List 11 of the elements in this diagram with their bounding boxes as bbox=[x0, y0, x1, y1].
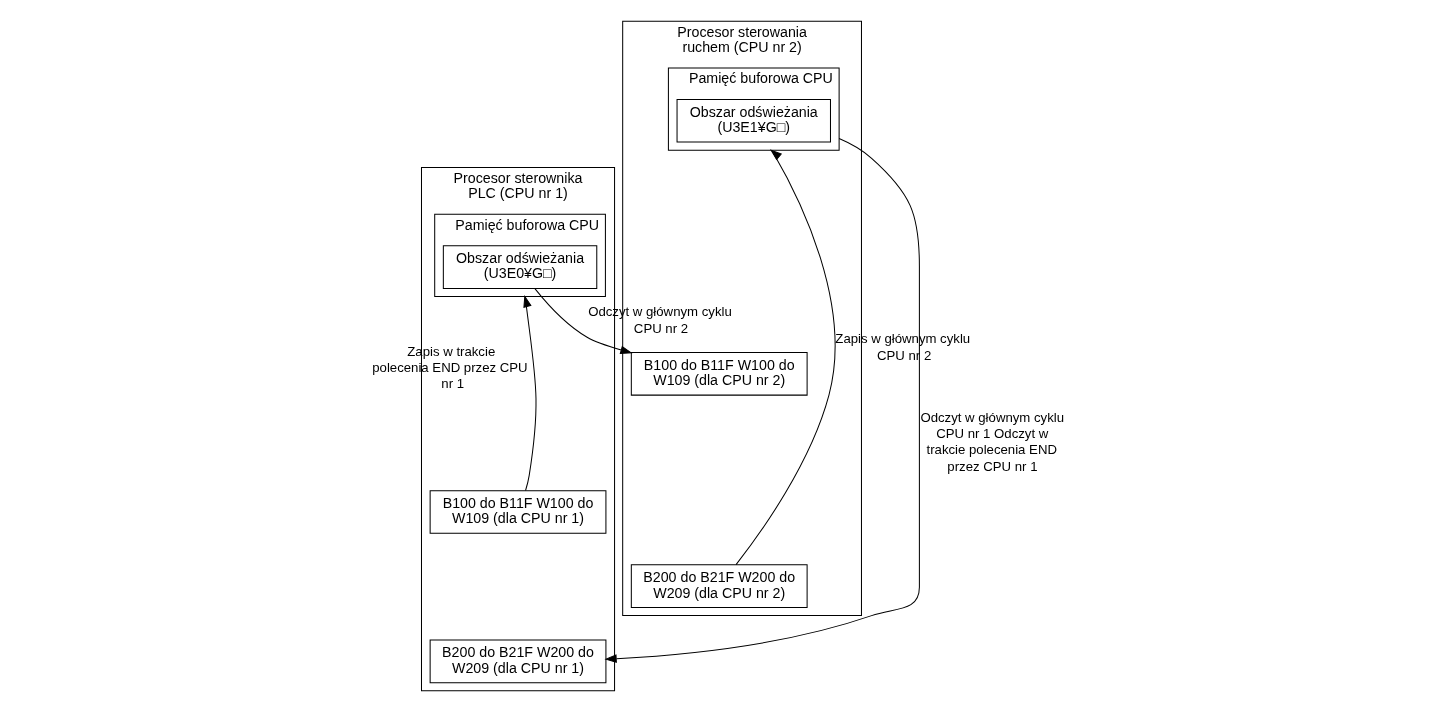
edge-label: Odczyt w głównym cyklu CPU nr 1 Odczyt w trakcie polecenia END przez CPU nr 1 bbox=[919, 409, 1064, 474]
arrow bbox=[533, 287, 633, 354]
node-box: B100 do B11F W100 do W109 (dla CPU nr 1) bbox=[429, 489, 606, 534]
arrow bbox=[735, 148, 836, 565]
node-box: B200 do B21F W200 do W209 (dla CPU nr 2) bbox=[630, 563, 808, 608]
node-box: Obszar odświeżania (U3E0¥G□) bbox=[442, 244, 597, 289]
node-box: B200 do B21F W200 do W209 (dla CPU nr 1) bbox=[429, 639, 606, 683]
node-box: B100 do B11F W100 do W109 (dla CPU nr 2) bbox=[630, 351, 808, 396]
arrow bbox=[603, 137, 920, 663]
node-box: Obszar odświeżania (U3E1¥G□) bbox=[676, 98, 831, 143]
arrow bbox=[522, 294, 537, 491]
